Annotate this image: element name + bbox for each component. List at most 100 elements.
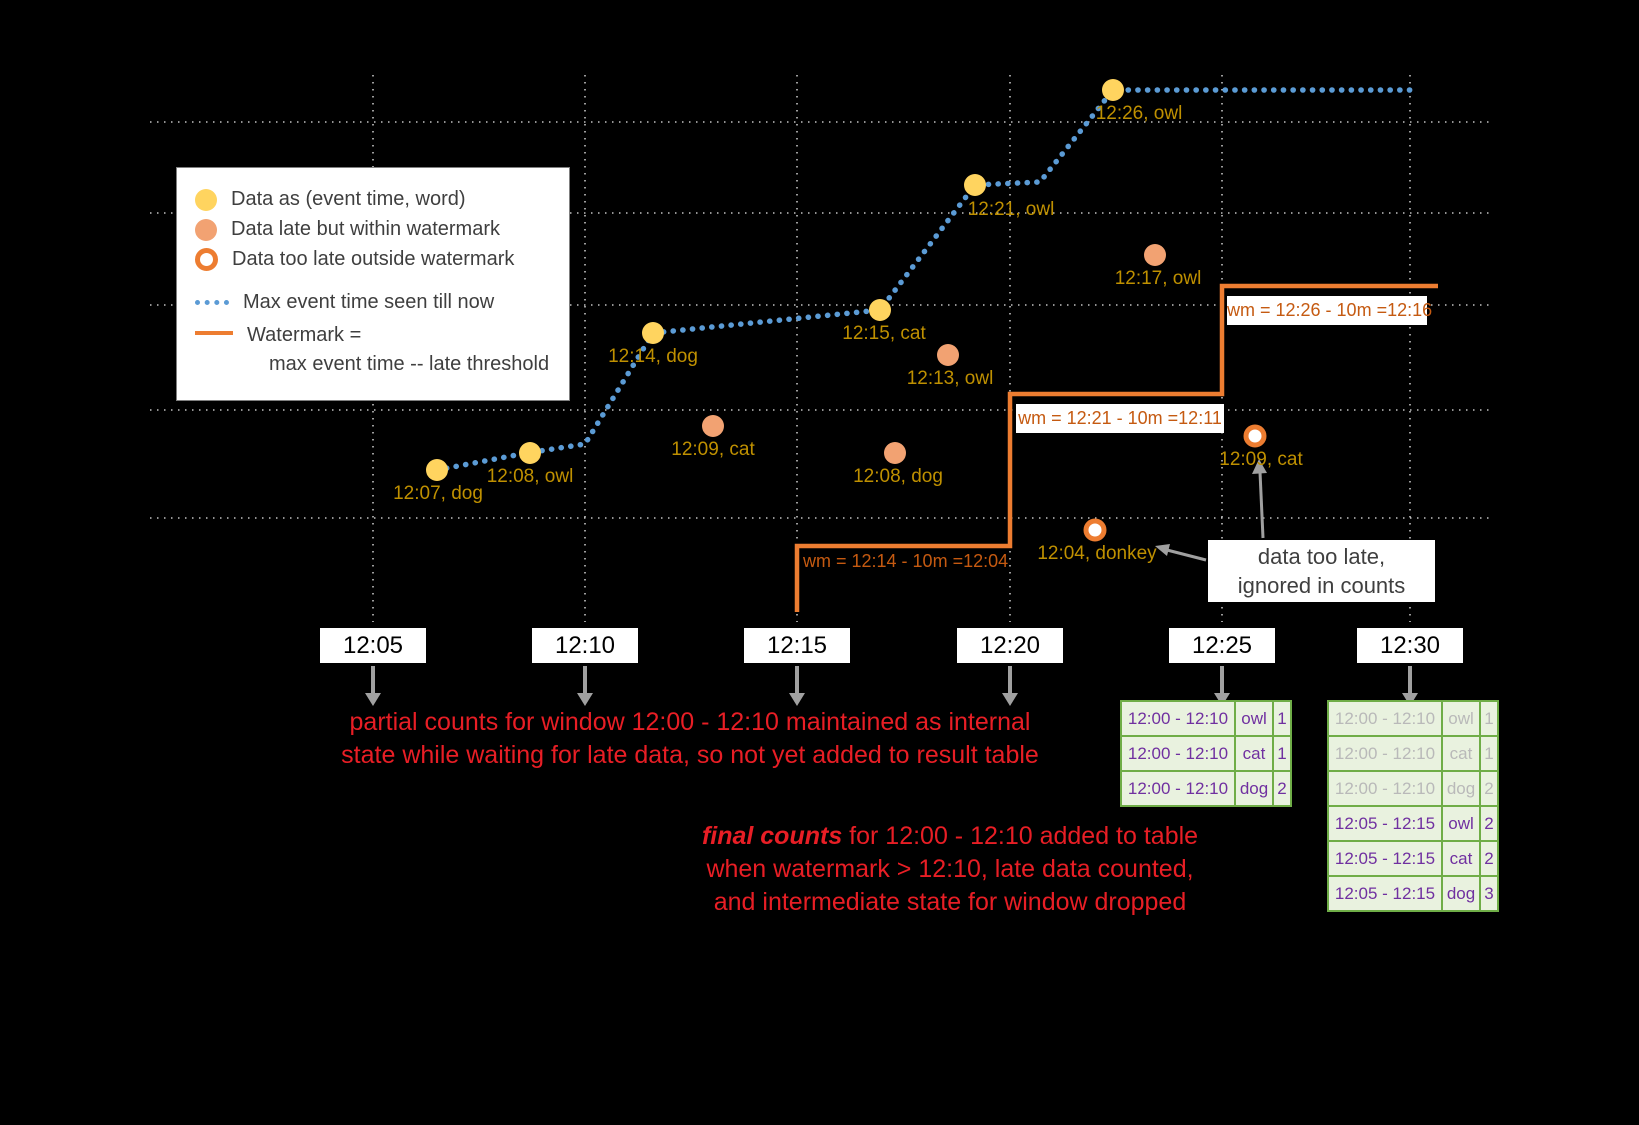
result-table-12-30: 12:00 - 12:10 owl 1 12:00 - 12:10 cat 1 … [1327,700,1499,912]
word-cell: dog [1441,875,1481,912]
on-time-dot-icon [195,188,217,211]
count-cell: 2 [1272,770,1292,807]
final-counts-emphasis: final counts [701,822,843,850]
legend-item-watermark: Watermark = max event time -- late thres… [195,321,559,379]
window-cell: 12:00 - 12:10 [1120,700,1236,737]
data-point-too-late [1083,518,1107,542]
partial-counts-note-line2: state while waiting for late data, so no… [341,741,1039,769]
window-cell: 12:05 - 12:15 [1327,875,1443,912]
legend-label-watermark: Watermark = max event time -- late thres… [247,321,549,379]
table-row: 12:05 - 12:15 cat 2 [1327,840,1499,877]
watermark-line-icon [195,331,233,335]
count-cell: 1 [1272,700,1292,737]
word-cell: dog [1441,770,1481,807]
data-point-late [884,442,906,464]
watermark-label-3: wm = 12:26 - 10m =12:16 [1227,296,1432,325]
data-point-label: 12:08, owl [486,466,574,487]
legend-item-too-late: Data too late outside watermark [195,248,559,271]
axis-tick-12-15: 12:15 [744,628,850,663]
table-row: 12:00 - 12:10 owl 1 [1120,700,1292,737]
window-cell: 12:05 - 12:15 [1327,840,1443,877]
partial-counts-note: partial counts for window 12:00 - 12:10 … [310,706,1070,772]
legend-item-late: Data late but within watermark [195,218,559,241]
data-point-label: 12:17, owl [1114,268,1202,289]
data-point-on-time [964,174,986,196]
word-cell: owl [1234,700,1274,737]
too-late-note-arrows [1155,459,1267,562]
legend-label-too-late: Data too late outside watermark [232,248,515,270]
data-point-label: 12:15, cat [842,323,926,344]
table-row-old: 12:00 - 12:10 owl 1 [1327,700,1499,737]
legend-watermark-line2: max event time -- late threshold [269,353,550,375]
word-cell: owl [1441,700,1481,737]
word-cell: cat [1441,840,1481,877]
data-point-label: 12:09, cat [671,439,755,460]
data-point-late [937,344,959,366]
word-cell: dog [1234,770,1274,807]
legend-item-max-event-time: Max event time seen till now [195,291,559,314]
window-cell: 12:00 - 12:10 [1327,770,1443,807]
data-point-label: 12:26, owl [1095,103,1183,124]
data-point-late [1144,244,1166,266]
legend-watermark-line1: Watermark = [247,324,362,346]
final-counts-rest: for 12:00 - 12:10 added to table [842,822,1199,850]
final-counts-note-line3: and intermediate state for window droppe… [713,888,1187,916]
count-cell: 2 [1479,805,1499,842]
axis-tick-12-30: 12:30 [1357,628,1463,663]
data-point-on-time [1102,79,1124,101]
legend-label-late: Data late but within watermark [231,218,501,240]
table-row-old: 12:00 - 12:10 cat 1 [1327,735,1499,772]
data-point-label: 12:13, owl [906,368,994,389]
data-point-late [702,415,724,437]
count-cell: 1 [1272,735,1292,772]
table-row: 12:00 - 12:10 dog 2 [1120,770,1292,807]
count-cell: 1 [1479,700,1499,737]
window-cell: 12:00 - 12:10 [1120,735,1236,772]
final-counts-note-line1: final counts for 12:00 - 12:10 added to … [630,820,1270,853]
axis-arrows [365,666,1418,706]
word-cell: owl [1441,805,1481,842]
final-counts-note-line2: when watermark > 12:10, late data counte… [706,855,1194,883]
table-row-old: 12:00 - 12:10 dog 2 [1327,770,1499,807]
table-row: 12:00 - 12:10 cat 1 [1120,735,1292,772]
window-cell: 12:05 - 12:15 [1327,805,1443,842]
partial-counts-note-line1: partial counts for window 12:00 - 12:10 … [349,708,1031,736]
legend-label-max-event-time: Max event time seen till now [243,291,495,313]
data-point-on-time [642,322,664,344]
too-late-callout-line2: ignored in counts [1237,573,1406,598]
window-cell: 12:00 - 12:10 [1327,700,1443,737]
too-late-callout-line1: data too late, [1257,544,1386,569]
legend: Data as (event time, word) Data late but… [176,167,570,401]
too-late-callout: data too late, ignored in counts [1208,540,1435,602]
word-cell: cat [1234,735,1274,772]
too-late-circle-icon [195,248,218,271]
table-row: 12:05 - 12:15 dog 3 [1327,875,1499,912]
window-cell: 12:00 - 12:10 [1327,735,1443,772]
count-cell: 2 [1479,840,1499,877]
data-point-on-time [519,442,541,464]
data-point-label: 12:07, dog [393,483,483,504]
data-point-label: 12:14, dog [608,346,698,367]
watermark-line [794,283,1438,612]
axis-tick-12-20: 12:20 [957,628,1063,663]
count-cell: 3 [1479,875,1499,912]
data-point-on-time [869,299,891,321]
max-event-time-line-icon [195,300,229,305]
result-table-12-25: 12:00 - 12:10 owl 1 12:00 - 12:10 cat 1 … [1120,700,1292,807]
max-event-time-line [434,87,1419,473]
axis-tick-12-05: 12:05 [320,628,426,663]
watermark-label-2: wm = 12:21 - 10m =12:11 [1016,404,1224,433]
count-cell: 1 [1479,735,1499,772]
data-point-on-time [426,459,448,481]
table-row: 12:05 - 12:15 owl 2 [1327,805,1499,842]
legend-label-on-time: Data as (event time, word) [231,188,466,210]
data-point-label: 12:08, dog [853,466,943,487]
data-point-label: 12:04, donkey [1037,543,1157,564]
window-cell: 12:00 - 12:10 [1120,770,1236,807]
axis-tick-12-25: 12:25 [1169,628,1275,663]
data-point-too-late [1243,424,1267,448]
late-dot-icon [195,218,217,241]
count-cell: 2 [1479,770,1499,807]
